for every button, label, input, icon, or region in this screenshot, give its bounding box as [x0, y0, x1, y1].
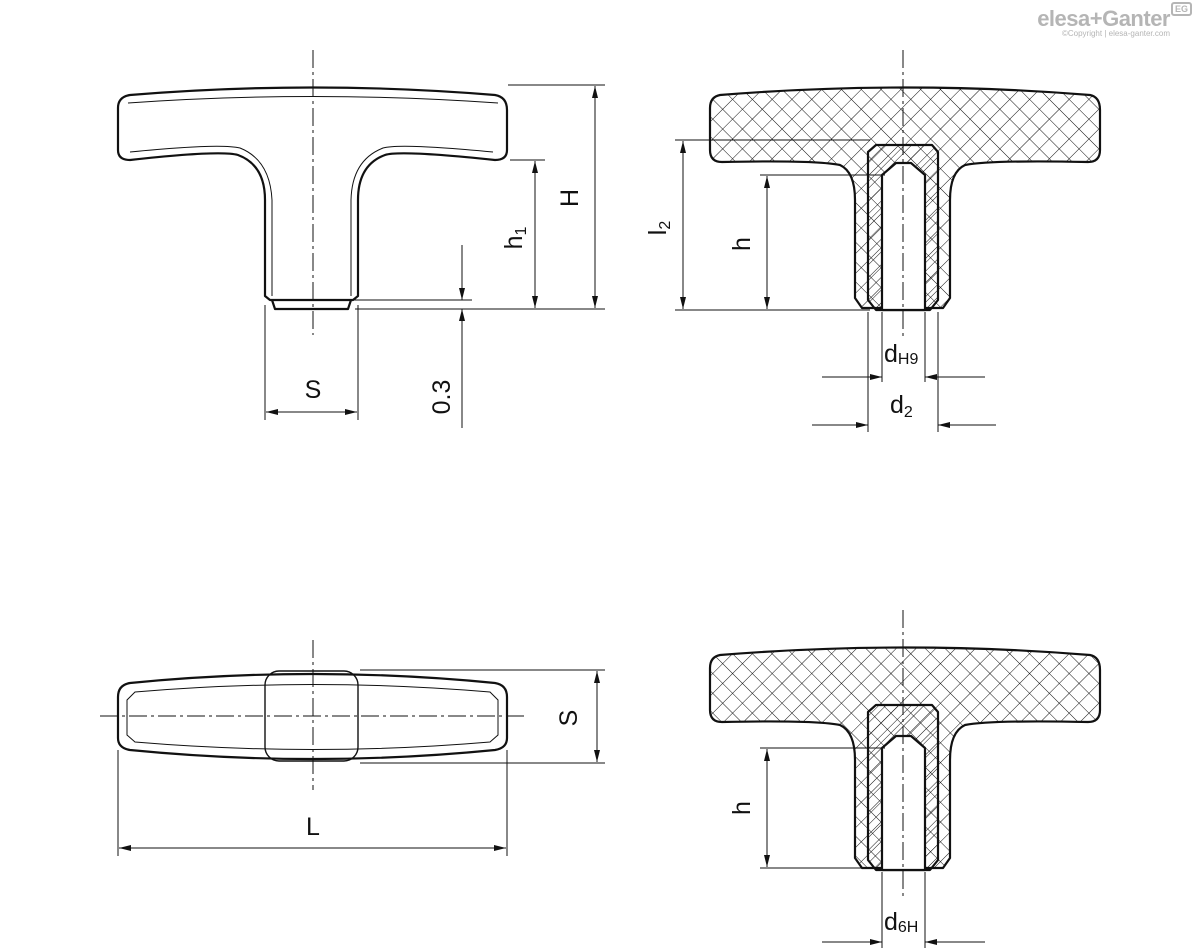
section-view-through-hole	[708, 50, 1102, 338]
dim-label-L: L	[306, 813, 320, 841]
dim-label-h: h	[728, 237, 756, 251]
dim-label-H: H	[556, 189, 584, 207]
dim-label-d-6h: d6H	[884, 908, 918, 936]
dim-label-S: S	[305, 376, 322, 404]
dim-label-l2: l2	[644, 221, 674, 236]
dim-label-d2: d2	[890, 391, 913, 421]
top-view: S L	[100, 640, 605, 856]
section-top-dimensions: l2 h dH9 d2	[644, 139, 996, 432]
logo-copyright: ©Copyright | elesa-ganter.com	[1061, 29, 1170, 38]
logo-brand: elesa+Ganter	[1037, 6, 1170, 31]
section-bottom-dimensions: h d6H	[728, 747, 985, 948]
section-view-blind-hole	[708, 610, 1102, 898]
dim-label-h-bottom: h	[728, 801, 756, 815]
elesa-ganter-logo: EG elesa+Ganter ©Copyright | elesa-gante…	[1037, 2, 1192, 38]
dim-label-h1: h1	[500, 227, 530, 250]
dim-label-S-top: S	[555, 710, 583, 727]
knob-outline	[116, 86, 509, 302]
logo-badge: EG	[1170, 2, 1192, 16]
dim-label-clearance: 0.3	[428, 380, 456, 415]
dim-label-d-h9: dH9	[884, 340, 918, 368]
front-view: H h1 S 0.3	[116, 50, 605, 428]
